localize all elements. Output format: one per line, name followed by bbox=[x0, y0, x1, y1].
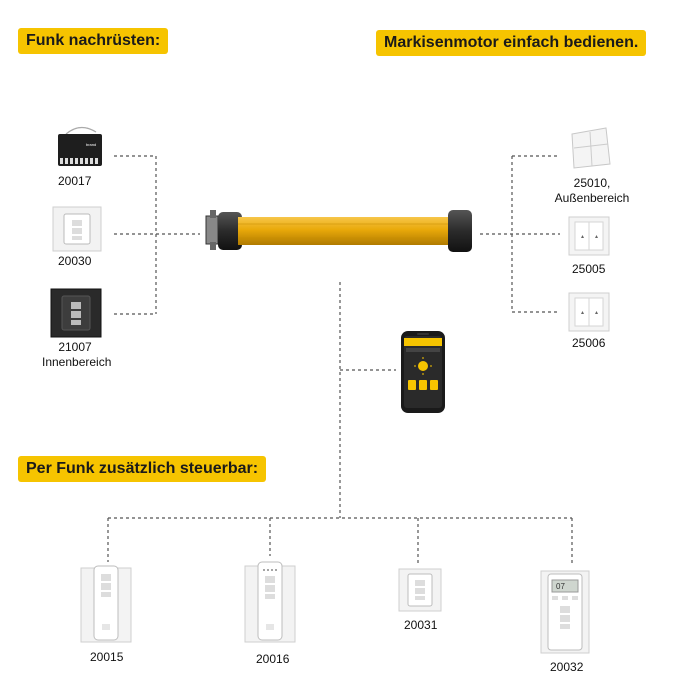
label-25006: 25006 bbox=[572, 336, 606, 350]
label-25010-sub: Außenbereich bbox=[554, 191, 630, 205]
switch-25006-icon bbox=[568, 292, 610, 332]
label-25010: 25010, Außenbereich bbox=[550, 176, 634, 206]
wall-transmitter-20031-icon bbox=[398, 568, 442, 612]
label-20031: 20031 bbox=[404, 618, 438, 632]
label-25010-number: 25010, bbox=[573, 176, 611, 190]
label-20015: 20015 bbox=[90, 650, 124, 664]
label-20016: 20016 bbox=[256, 652, 290, 666]
label-20017: 20017 bbox=[58, 174, 92, 188]
label-21007-number: 21007 bbox=[58, 340, 92, 354]
tubular-motor-icon bbox=[205, 210, 472, 252]
remote-20016-icon bbox=[244, 561, 296, 643]
outdoor-switch-25010-icon bbox=[571, 127, 611, 169]
remote-20015-icon bbox=[80, 565, 132, 643]
wall-transmitter-21007-icon bbox=[50, 288, 102, 338]
banner-funk-nachruesten: Funk nachrüsten: bbox=[18, 28, 169, 54]
receiver-module-20017-icon: brand bbox=[58, 126, 102, 166]
label-25005: 25005 bbox=[572, 262, 606, 276]
banner-zusaetzlich-steuerbar: Per Funk zusätzlich steuerbar: bbox=[18, 456, 267, 482]
svg-text:brand: brand bbox=[86, 142, 96, 147]
timer-remote-20032-icon: 07 bbox=[540, 570, 590, 654]
label-20030: 20030 bbox=[58, 254, 92, 268]
label-21007: 21007 Innenbereich bbox=[42, 340, 112, 370]
label-20032: 20032 bbox=[550, 660, 584, 674]
svg-text:07: 07 bbox=[556, 582, 565, 591]
switch-25005-icon bbox=[568, 216, 610, 256]
wall-transmitter-20030-icon bbox=[52, 206, 102, 252]
smartphone-app-icon bbox=[401, 331, 445, 413]
label-21007-sub: Innenbereich bbox=[42, 355, 112, 369]
banner-markisenmotor: Markisenmotor einfach bedienen. bbox=[376, 30, 647, 56]
